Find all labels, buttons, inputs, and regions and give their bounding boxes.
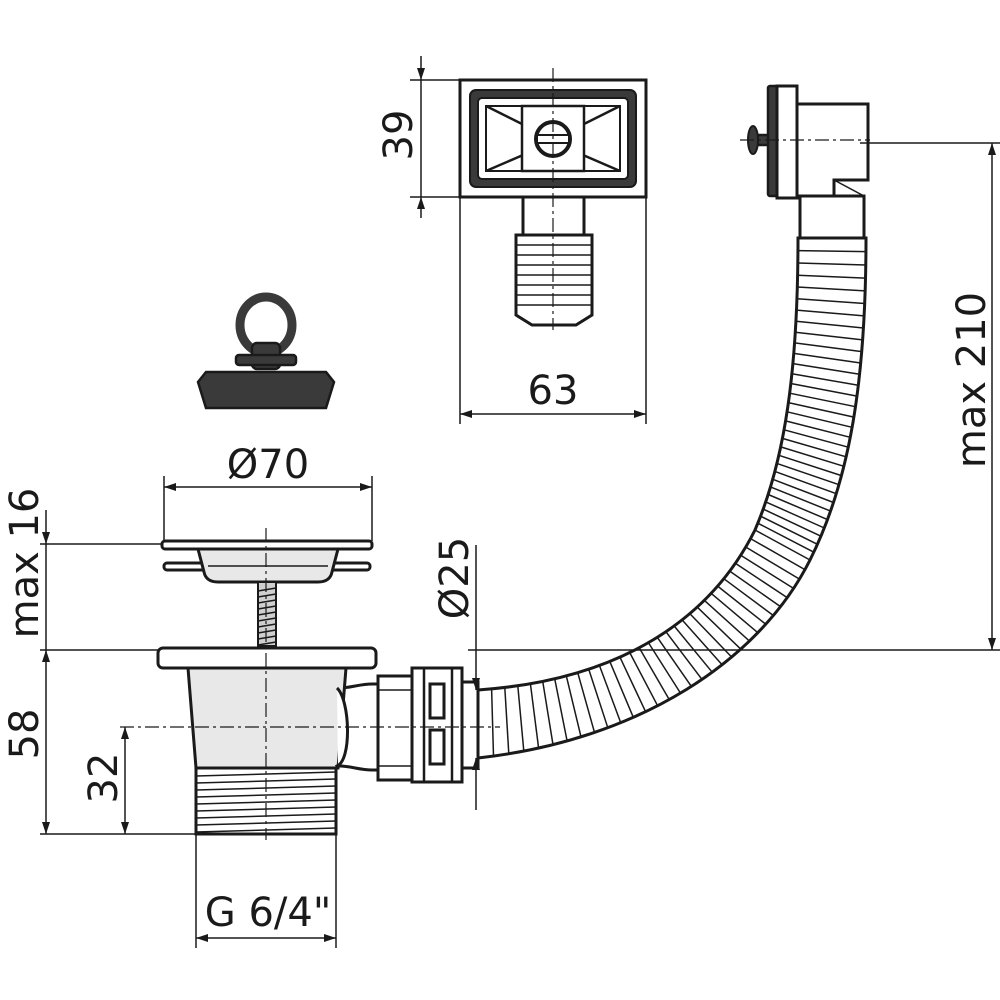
dimension-63: 63 bbox=[459, 197, 647, 424]
dimension-58-label: 58 bbox=[2, 709, 48, 760]
dimension-58: 58 bbox=[2, 650, 196, 835]
dimension-diameter-25: Ø25 bbox=[432, 537, 1000, 810]
dimension-32: 32 bbox=[81, 727, 129, 834]
dimension-max-16-label: max 16 bbox=[2, 488, 48, 639]
dimension-diameter-25-label: Ø25 bbox=[432, 537, 478, 619]
dimension-diameter-70-label: Ø70 bbox=[227, 442, 309, 488]
dimension-39-label: 39 bbox=[376, 110, 422, 161]
corrugated-hose bbox=[476, 236, 868, 760]
drain-body bbox=[120, 528, 500, 840]
dimension-32-label: 32 bbox=[81, 753, 127, 804]
dimension-max-210: max 210 bbox=[860, 142, 1000, 650]
overflow-elbow bbox=[740, 84, 870, 240]
strainer-basket bbox=[160, 539, 374, 647]
dimension-thread: G 6/4" bbox=[195, 834, 337, 948]
dimension-63-label: 63 bbox=[528, 368, 579, 414]
stopper-plug bbox=[196, 292, 336, 410]
overflow-cover bbox=[458, 68, 648, 330]
dimension-max-210-label: max 210 bbox=[949, 292, 995, 468]
cover-spigot-ribs bbox=[516, 244, 592, 306]
dimension-diameter-70: Ø70 bbox=[163, 442, 373, 541]
dimension-39: 39 bbox=[376, 56, 460, 218]
hose-connector bbox=[338, 666, 480, 784]
dimension-thread-label: G 6/4" bbox=[205, 890, 331, 936]
dimension-max-16: max 16 bbox=[2, 488, 162, 651]
